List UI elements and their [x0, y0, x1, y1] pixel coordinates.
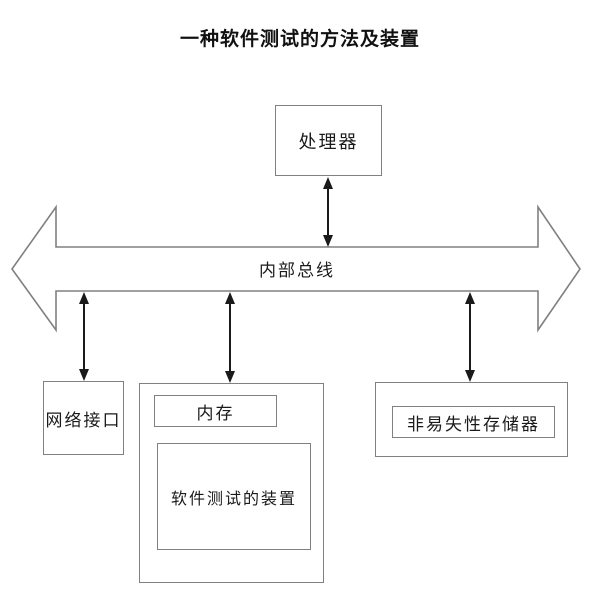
double-arrow-bus-memory	[225, 292, 235, 383]
memory-title-box: 内存	[154, 395, 277, 427]
double-arrow-bus-nvm	[465, 292, 475, 382]
software-testing-device-box: 软件测试的装置	[157, 443, 311, 550]
internal-bus-label: 内部总线	[259, 260, 335, 280]
double-arrow-bus-network	[79, 292, 89, 381]
double-arrow-processor-bus	[323, 177, 333, 247]
nonvolatile-memory-label: 非易失性存储器	[407, 414, 540, 434]
network-interface-label: 网络接口	[45, 410, 122, 430]
processor-label: 处理器	[298, 131, 359, 152]
network-interface-box: 网络接口	[43, 381, 124, 455]
nonvolatile-memory-title-box: 非易失性存储器	[392, 406, 555, 438]
processor-box: 处理器	[275, 105, 382, 176]
diagram-title: 一种软件测试的方法及装置	[179, 29, 420, 50]
software-testing-device-label: 软件测试的装置	[170, 490, 297, 508]
memory-label: 内存	[196, 403, 235, 423]
internal-bus-arrow	[11, 204, 581, 333]
